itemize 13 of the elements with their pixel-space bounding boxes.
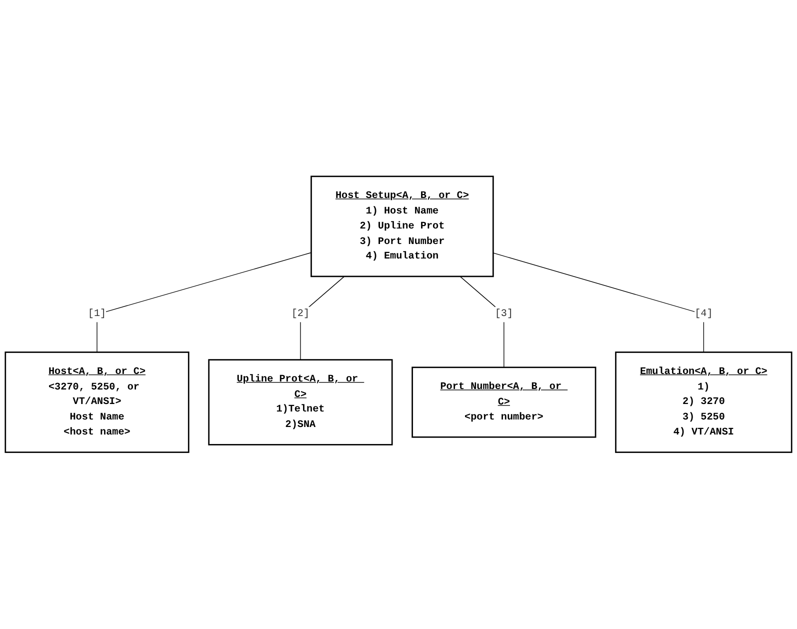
node-box: Port Number<A, B, or C> <port number> xyxy=(412,366,596,438)
connector xyxy=(96,252,312,353)
node-box: Host<A, B, or C> <3270, 5250, or VT/ANSI> Host Name <host name> xyxy=(4,352,190,454)
edge-label: [2] xyxy=(291,308,310,320)
node-box: Host Setup<A, B, or C> 1) Host Name 2) Upline Prot 3) Port Number 4) Emulation xyxy=(310,176,494,278)
edge-label: [1] xyxy=(88,308,106,320)
connector xyxy=(492,252,704,353)
node-box: Upline Prot<A, B, or C> 1)Telnet 2)SNA xyxy=(208,359,393,446)
connector xyxy=(460,276,504,368)
edge-label: [3] xyxy=(494,308,514,320)
node-box: Emulation<A, B, or C> 1) 2) 3270 3) 5250 4) VT/ANSI xyxy=(615,352,792,454)
connector xyxy=(300,276,345,360)
edge-label: [4] xyxy=(694,308,713,320)
